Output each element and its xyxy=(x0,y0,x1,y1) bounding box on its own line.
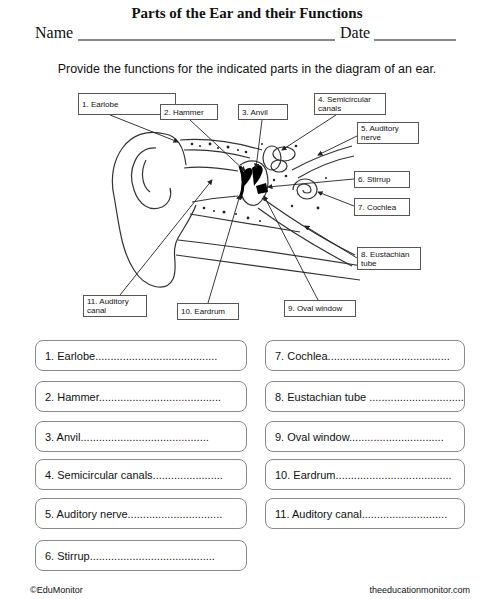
part-label: 7. Cochlea xyxy=(354,198,410,216)
answer-text: 5. Auditory nerve.......................… xyxy=(45,508,222,520)
answer-box: 7. Cochlea..............................… xyxy=(265,340,465,371)
name-line xyxy=(78,40,335,41)
copyright-text: ©EduMonitor xyxy=(30,585,150,595)
part-name: 9. Oval window xyxy=(288,304,342,313)
answer-text: 11. Auditory canal......................… xyxy=(275,508,447,520)
answer-box: 11. Auditory canal......................… xyxy=(265,498,465,529)
part-name: 10. Eardrum xyxy=(181,307,225,316)
website-text: theeducationmonitor.com xyxy=(330,585,470,595)
answer-text: 3. Anvil................................… xyxy=(45,431,209,443)
part-name: 11. Auditory canal xyxy=(87,297,143,315)
part-label: 10. Eardrum xyxy=(177,303,239,320)
part-name: 6. Stirrup xyxy=(358,175,390,184)
answer-box: 4. Semicircular canals..................… xyxy=(35,459,247,490)
part-label: 3. Anvil xyxy=(238,104,288,120)
part-label: 6. Stirrup xyxy=(354,171,410,188)
page-title: Parts of the Ear and their Functions xyxy=(0,5,494,22)
date-line xyxy=(374,40,456,41)
answer-text: 9. Oval window..........................… xyxy=(275,431,444,443)
answer-box: 9. Oval window..........................… xyxy=(265,421,465,452)
part-name: 1. Earlobe xyxy=(82,100,118,109)
part-label: 11. Auditory canal xyxy=(83,295,147,317)
answer-text: 10. Eardrum.............................… xyxy=(275,469,452,481)
part-name: 5. Auditory nerve xyxy=(361,124,415,142)
part-label: 9. Oval window xyxy=(284,300,356,317)
answer-text: 7. Cochlea..............................… xyxy=(275,350,450,362)
leader-lines xyxy=(110,115,357,303)
part-name: 2. Hammer xyxy=(164,108,204,117)
instruction-text: Provide the functions for the indicated … xyxy=(0,62,494,76)
stirrup-shape xyxy=(256,183,268,194)
eardrum-shape xyxy=(240,166,243,199)
part-name: 4. Semicircular canals xyxy=(318,95,382,113)
part-label: 8. Eustachian tube xyxy=(357,247,421,270)
answer-text: 1. Earlobe..............................… xyxy=(45,350,217,362)
answer-box: 1. Earlobe..............................… xyxy=(35,340,247,371)
part-label: 5. Auditory nerve xyxy=(357,122,419,144)
answer-box: 5. Auditory nerve.......................… xyxy=(35,498,247,529)
part-name: 3. Anvil xyxy=(242,108,268,117)
answer-box: 3. Anvil................................… xyxy=(35,421,247,452)
ear-drawing xyxy=(112,132,362,287)
part-label: 4. Semicircular canals xyxy=(314,93,386,115)
part-name: 7. Cochlea xyxy=(358,203,396,212)
bone-texture xyxy=(191,143,327,222)
answer-text: 6. Stirrup..............................… xyxy=(45,550,215,562)
answer-text: 8. Eustachian tube .....................… xyxy=(275,391,464,403)
answer-text: 4. Semicircular canals..................… xyxy=(45,469,223,481)
answer-box: 8. Eustachian tube .....................… xyxy=(265,381,465,412)
answer-box: 2. Hammer...............................… xyxy=(35,381,247,412)
date-label: Date xyxy=(340,24,380,42)
answer-box: 6. Stirrup..............................… xyxy=(35,540,247,571)
name-label: Name xyxy=(35,24,80,42)
answer-box: 10. Eardrum.............................… xyxy=(265,459,465,490)
part-name: 8. Eustachian tube xyxy=(361,250,417,268)
anvil-shape xyxy=(252,165,263,186)
part-label: 2. Hammer xyxy=(160,104,218,120)
answer-text: 2. Hammer...............................… xyxy=(45,391,221,403)
